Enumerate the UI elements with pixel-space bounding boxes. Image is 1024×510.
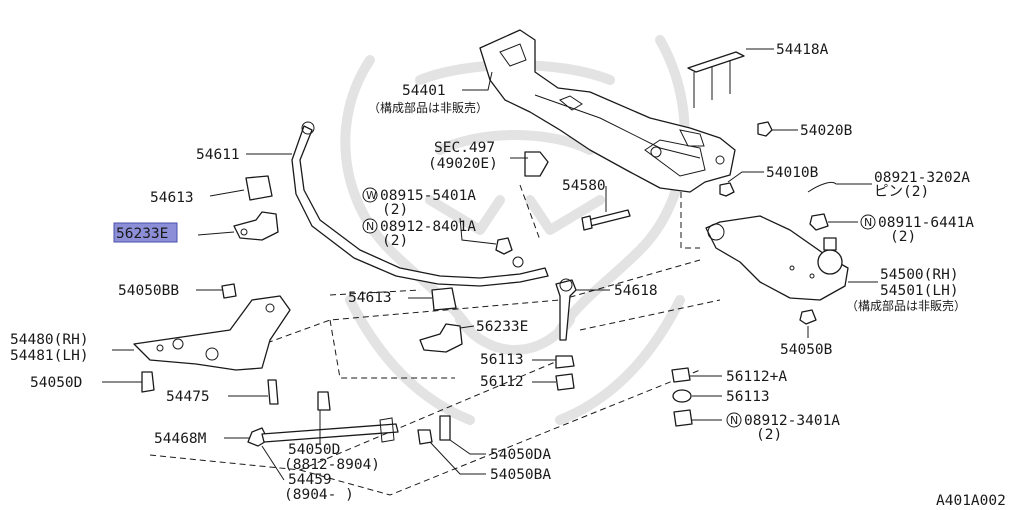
nut-54010B xyxy=(719,182,735,197)
label-56112A: 56112+A xyxy=(726,369,787,385)
label-56233E: 56233E xyxy=(476,319,528,335)
pin-08921 xyxy=(807,181,837,193)
w-symbol-text: W xyxy=(366,189,377,202)
label-54501-note: （構成部品は非販売） xyxy=(846,298,966,313)
w-symbol-icon xyxy=(362,187,378,203)
bracket-56233E-mid xyxy=(419,323,463,353)
leader-lines xyxy=(102,48,878,481)
label-56112: 56112 xyxy=(480,374,524,390)
label-54501: 54501(LH) xyxy=(880,283,959,299)
bolt-54475 xyxy=(267,379,279,405)
diagram-id: A401A002 xyxy=(936,493,1006,509)
label-08912-3401A: 08912-3401A xyxy=(744,413,840,429)
label-08915: 08915-5401A xyxy=(380,188,476,204)
n-symbol-text-3: N xyxy=(730,414,738,427)
dashed-outlines xyxy=(149,184,721,496)
n-symbol-icon-3 xyxy=(726,412,742,428)
label-54459-sub: (8904- ) xyxy=(284,487,354,503)
n-symbol-icon xyxy=(362,218,378,234)
nut-54020B xyxy=(757,121,773,137)
label-54010B: 54010B xyxy=(766,165,819,181)
arm-hardware xyxy=(671,367,693,427)
lower-control-arm xyxy=(705,215,849,301)
part-labels: 54418A 54401 （構成部品は非販売） 54020B SEC.497 (… xyxy=(10,42,1006,509)
n-symbol-icon-2 xyxy=(860,214,876,230)
label-sec497: SEC.497 xyxy=(434,140,495,156)
label-56113-b: 56113 xyxy=(726,389,770,405)
nut-54050BB xyxy=(221,283,237,299)
highlight-56233E xyxy=(113,222,178,243)
bushing-54613-top xyxy=(245,175,273,201)
sec497-bracket xyxy=(524,151,549,177)
label-54580: 54580 xyxy=(562,178,606,194)
label-54401: 54401 xyxy=(402,83,446,99)
label-54050B: 54050B xyxy=(780,342,833,358)
ball-joint xyxy=(817,237,843,275)
stabilizer-link xyxy=(555,278,577,341)
label-08921-sub: ピン(2) xyxy=(874,183,929,200)
label-54050BB: 54050BB xyxy=(118,283,179,299)
label-08911: 08911-6441A xyxy=(878,215,974,231)
label-56113-a: 56113 xyxy=(480,352,524,368)
label-54418A: 54418A xyxy=(776,42,829,58)
bolt-set-54418A xyxy=(687,51,745,108)
compression-rod-bracket xyxy=(133,295,291,371)
n-symbol-text-2: N xyxy=(864,216,872,229)
label-54481: 54481(LH) xyxy=(10,348,89,364)
label-54050D-b: 54050D xyxy=(288,442,340,458)
nut-08911 xyxy=(809,213,829,231)
label-54613-top: 54613 xyxy=(150,190,194,206)
label-54468M: 54468M xyxy=(154,431,207,447)
label-sec497-sub: (49020E) xyxy=(428,156,498,172)
bracket-56233E-top xyxy=(233,211,279,241)
label-08912-3401A-sub: (2) xyxy=(756,427,782,443)
bushing-54613-mid xyxy=(431,287,457,311)
label-54050D-b-sub: (8812-8904) xyxy=(284,457,380,473)
label-54050BA: 54050BA xyxy=(490,467,551,483)
label-08911-sub: (2) xyxy=(890,229,916,245)
link-nuts xyxy=(555,355,575,391)
label-54020B: 54020B xyxy=(800,123,853,139)
tension-rod xyxy=(247,417,399,447)
label-54500: 54500(RH) xyxy=(880,267,959,283)
stabilizer-bar xyxy=(291,121,549,287)
bushing-08915 xyxy=(495,237,524,268)
crossmember xyxy=(479,29,736,193)
label-54401-note: （構成部品は非販売） xyxy=(368,100,488,115)
label-08915-sub: (2) xyxy=(382,202,408,218)
label-08912-8401A-sub: (2) xyxy=(382,233,408,249)
label-54480: 54480(RH) xyxy=(10,332,89,348)
bolt-54580 xyxy=(581,209,631,231)
label-54618: 54618 xyxy=(614,283,658,299)
label-08912-8401A: 08912-8401A xyxy=(380,219,476,235)
label-54611: 54611 xyxy=(196,147,240,163)
label-54050D-a: 54050D xyxy=(30,375,82,391)
label-54459: 54459 xyxy=(288,472,332,488)
label-56233E-highlighted[interactable]: 56233E xyxy=(116,226,168,242)
bolt-54050D xyxy=(141,371,155,393)
nut-54050B xyxy=(799,309,817,325)
label-54613-mid: 54613 xyxy=(348,290,392,306)
label-54050DA: 54050DA xyxy=(490,447,551,463)
label-08921: 08921-3202A xyxy=(874,170,970,186)
n-symbol-text: N xyxy=(366,220,374,233)
label-54475: 54475 xyxy=(166,389,210,405)
